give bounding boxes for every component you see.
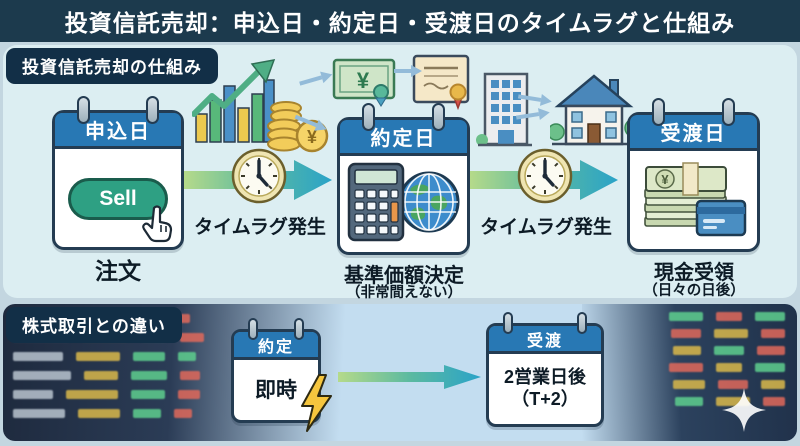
main-section-badge: 投資信託売却の仕組み xyxy=(6,48,218,84)
bank-card-icon xyxy=(695,199,746,237)
lightning-bolt-icon xyxy=(301,374,332,432)
connector-arrow-icon xyxy=(294,114,327,131)
timelag-label-1: タイムラグ発生 xyxy=(194,217,326,238)
clock-icon xyxy=(231,148,287,204)
yen-banknote-icon: ¥ xyxy=(332,58,396,107)
calendar-settlement-date: 受渡日 ¥ xyxy=(627,98,760,252)
globe-icon xyxy=(398,171,459,233)
step-label-order: 注文 xyxy=(95,258,141,284)
certificate-icon xyxy=(412,54,470,110)
calendar-ring xyxy=(362,103,375,131)
calendar-ring xyxy=(503,312,513,334)
timelag-label-2: タイムラグ発生 xyxy=(480,217,612,238)
card-body-t2-line2: （T+2） xyxy=(511,389,579,409)
page-title: 投資信託売却：申込日・約定日・受渡日のタイムラグと仕組み xyxy=(0,0,800,42)
calculator-icon xyxy=(347,162,404,242)
calendar-ring xyxy=(248,318,258,340)
connector-arrow-icon xyxy=(517,94,552,106)
connector-arrow-icon xyxy=(394,65,422,77)
sparkle-icon xyxy=(722,388,766,432)
cash-stack-icon: ¥ xyxy=(643,162,746,237)
coin-stack-icon: ¥ xyxy=(267,101,329,153)
flow-arrow-1 xyxy=(184,148,334,204)
card-stock-settlement: 受渡 2営業日後 （T+2） xyxy=(486,312,604,427)
calendar-ring xyxy=(432,103,445,131)
connector-arrow-icon xyxy=(299,71,333,86)
bar-chart-up-icon xyxy=(192,59,276,143)
card-body-immediate: 即時 xyxy=(255,379,297,402)
hand-cursor-icon xyxy=(142,205,173,243)
stock-section-badge: 株式取引との違い xyxy=(6,307,182,343)
office-building-icon xyxy=(476,72,532,147)
calendar-ring xyxy=(652,98,665,126)
calendar-ring xyxy=(577,312,587,334)
stock-board-right xyxy=(582,304,797,441)
calendar-ring xyxy=(722,98,735,126)
calendar-application-date: 申込日 Sell xyxy=(52,96,184,250)
step-sublabel-cash: （日々の日後） xyxy=(643,283,745,299)
house-icon xyxy=(550,74,638,146)
step-label-cash: 現金受領 xyxy=(654,262,734,284)
clock-icon xyxy=(517,148,573,204)
sell-button: Sell xyxy=(68,178,173,243)
svg-text:¥: ¥ xyxy=(661,172,669,187)
sell-button-label: Sell xyxy=(99,187,137,210)
card-stock-trade: 約定 即時 xyxy=(231,318,332,432)
calendar-header: 申込日 xyxy=(55,113,181,149)
calendar-trade-date: 約定日 xyxy=(337,103,470,255)
gradient-arrow-icon xyxy=(338,365,481,389)
step-label-nav: 基準価額決定 xyxy=(344,265,464,287)
flow-arrow-2 xyxy=(470,148,620,204)
svg-text:¥: ¥ xyxy=(307,127,317,147)
svg-text:¥: ¥ xyxy=(357,68,370,93)
connector-arrow-icon xyxy=(515,108,550,120)
calendar-ring xyxy=(77,96,90,124)
calendar-header: 約定日 xyxy=(340,120,467,156)
card-header: 約定 xyxy=(234,332,318,360)
calendar-header: 受渡日 xyxy=(630,115,757,151)
calendar-ring xyxy=(294,318,304,340)
card-body-t2-line1: 2営業日後 xyxy=(503,366,586,387)
step-sublabel-nav: （非常間えない） xyxy=(346,285,462,301)
calendar-ring xyxy=(146,96,159,124)
